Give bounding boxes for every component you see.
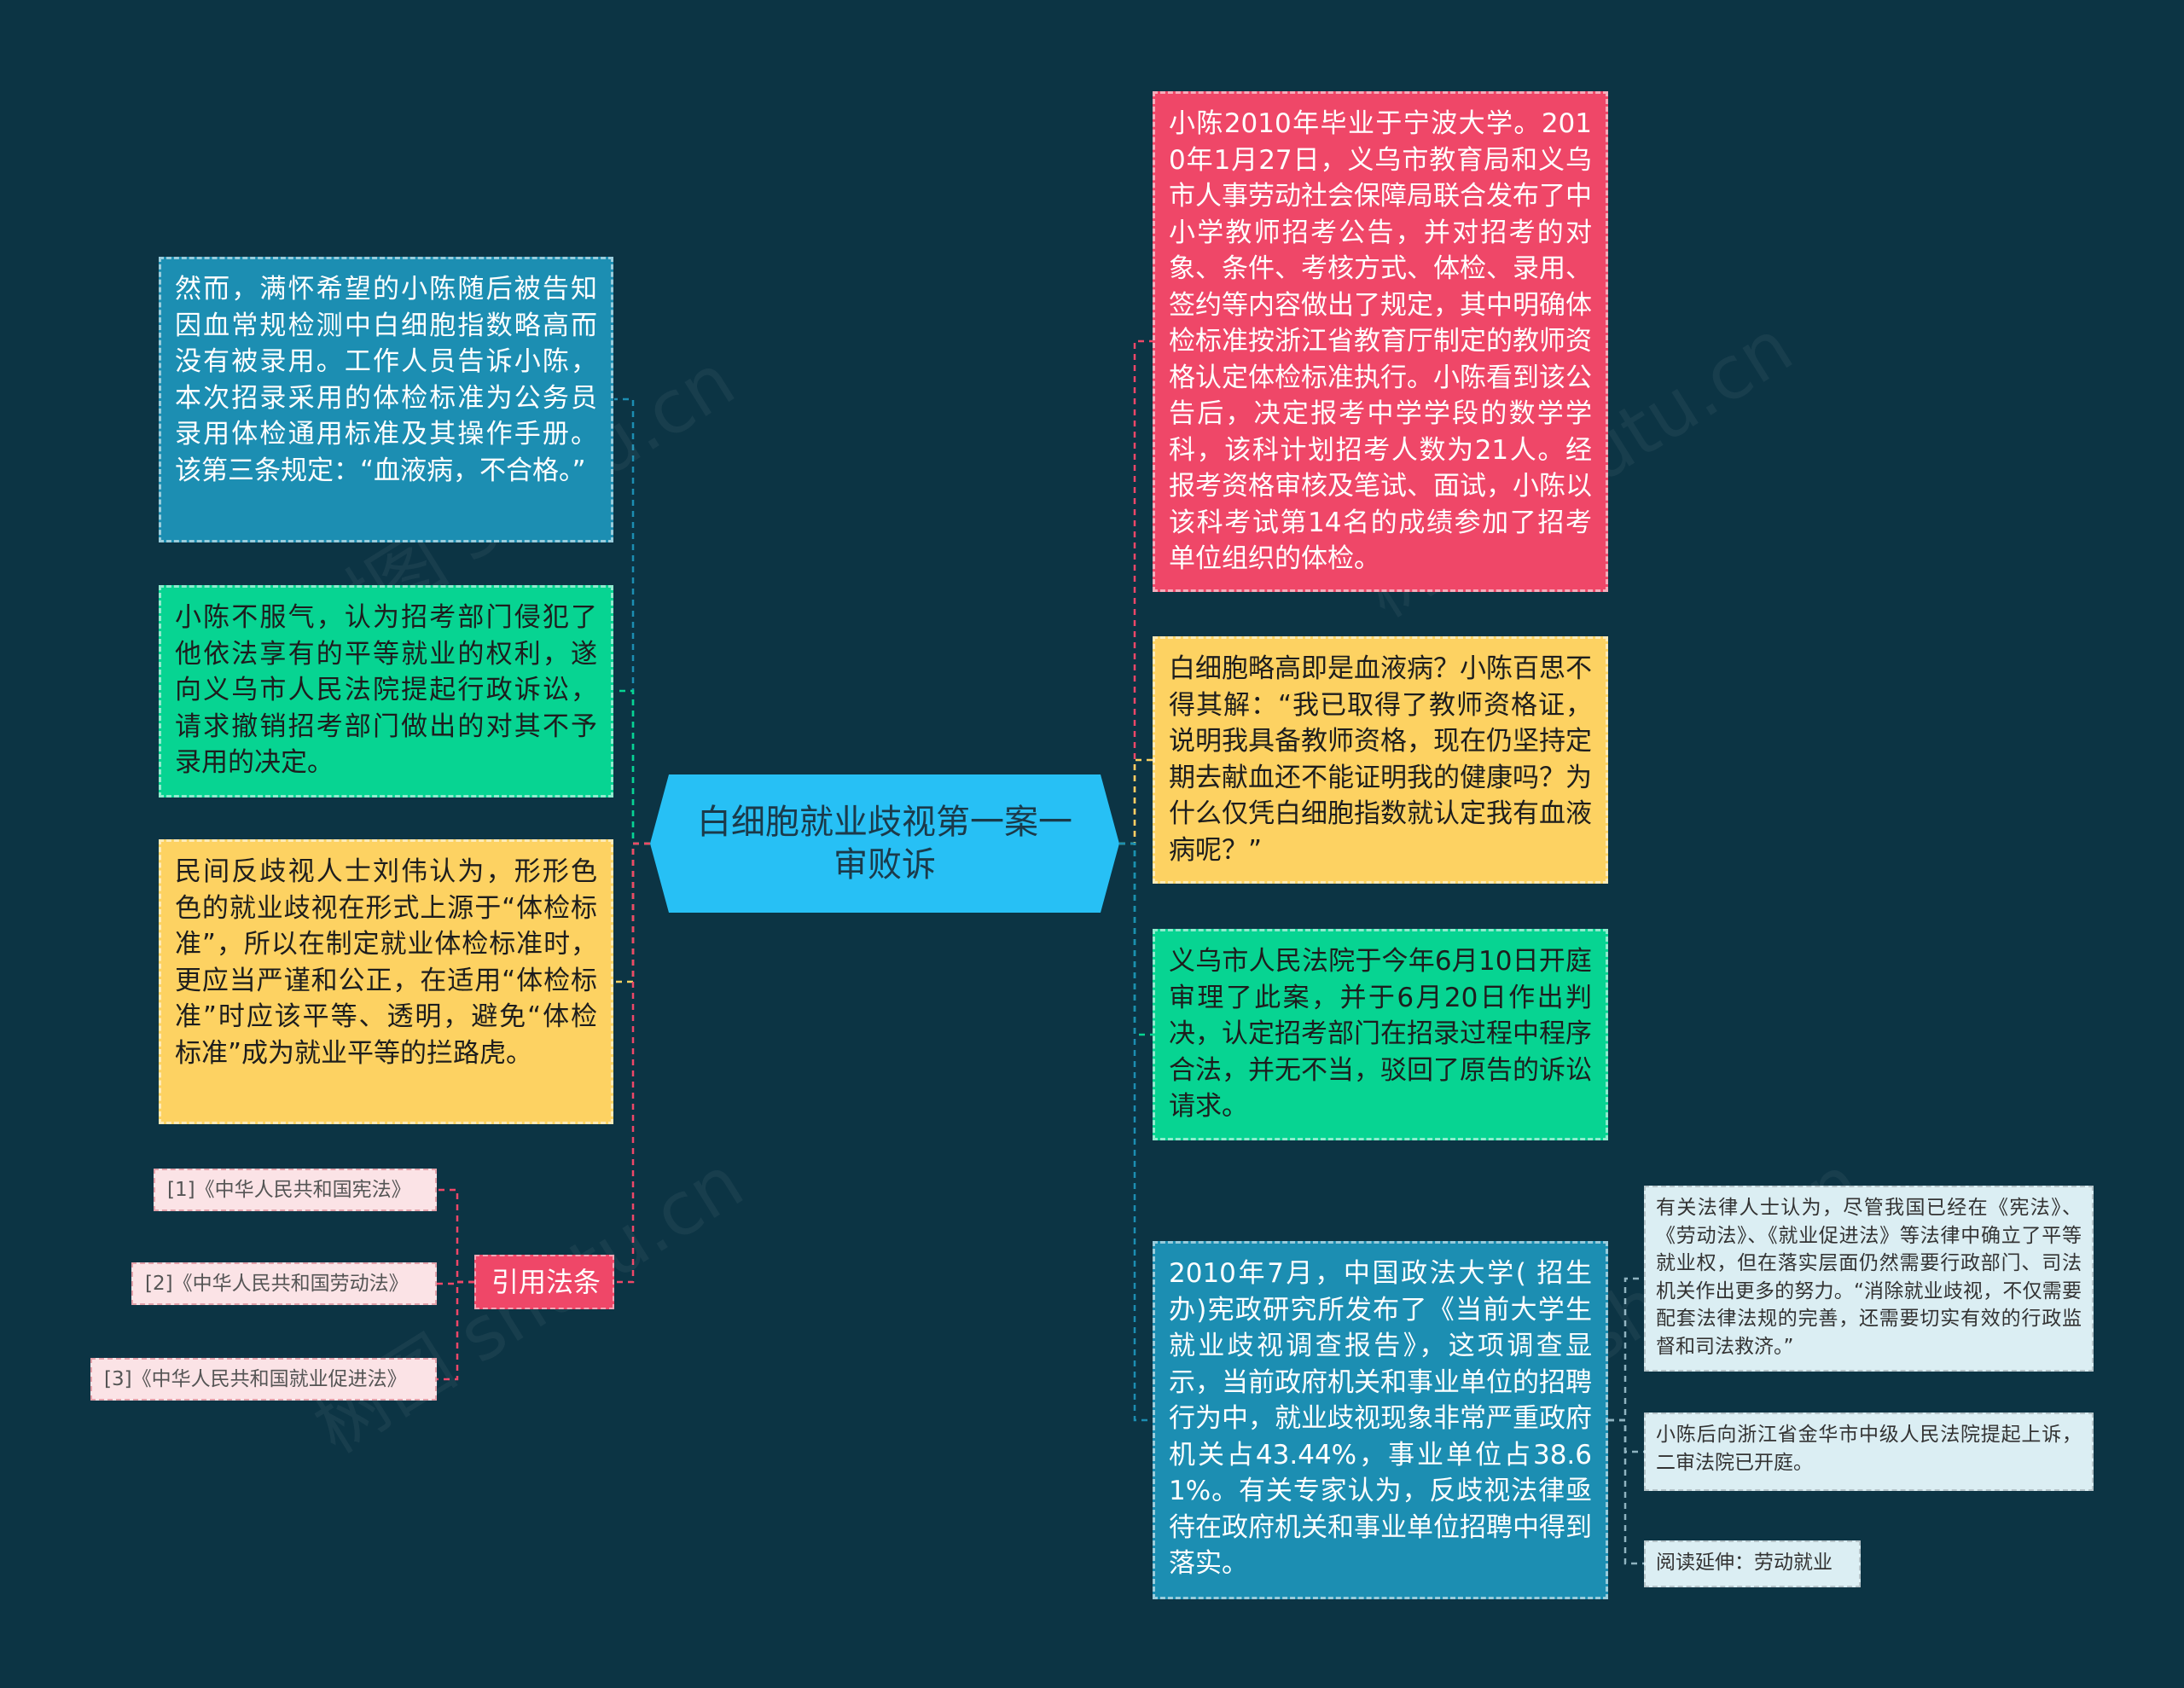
sub-text: 有关法律人士认为，尽管我国已经在《宪法》、《劳动法》、《就业促进法》等法律中确立…: [1656, 1197, 2082, 1358]
ref-labor-law[interactable]: [2]《中华人民共和国劳动法》: [131, 1262, 437, 1305]
connector-left: [614, 689, 650, 845]
connector-ref: [437, 1280, 474, 1381]
branch-text: 民间反歧视人士刘伟认为，形形色色的就业歧视在形式上源于“体检标准”，所以在制定就…: [175, 856, 597, 1069]
branch-text: 小陈2010年毕业于宁波大学。2010年1月27日，义乌市教育局和义乌市人事劳动…: [1169, 108, 1592, 574]
branch-text: 然而，满怀希望的小陈随后被告知因血常规检测中白细胞指数略高而没有被录用。工作人员…: [175, 274, 597, 486]
branch-text: 义乌市人民法院于今年6月10日开庭审理了此案，并于6月20日作出判决，认定招考部…: [1169, 946, 1592, 1122]
sub-text: 阅读延伸：劳动就业: [1656, 1552, 1833, 1574]
connector-right: [1119, 339, 1153, 845]
branch-right-survey[interactable]: 2010年7月，中国政法大学( 招生办)宪政研究所发布了《当前大学生就业歧视调查…: [1153, 1241, 1608, 1599]
central-topic[interactable]: 白细胞就业歧视第一案一审败诉: [650, 774, 1119, 913]
ref-employment-promotion-law[interactable]: [3]《中华人民共和国就业促进法》: [90, 1358, 437, 1401]
ref-constitution[interactable]: [1]《中华人民共和国宪法》: [154, 1169, 437, 1211]
branch-right-verdict[interactable]: 义乌市人民法院于今年6月10日开庭审理了此案，并于6月20日作出判决，认定招考部…: [1153, 929, 1608, 1140]
branch-left-activist[interactable]: 民间反歧视人士刘伟认为，形形色色的就业歧视在形式上源于“体检标准”，所以在制定就…: [159, 839, 613, 1124]
connector-sub: [1608, 1418, 1644, 1453]
branch-right-doubt[interactable]: 白细胞略高即是血液病？小陈百思不得其解：“我已取得了教师资格证，说明我具备教师资…: [1153, 636, 1608, 884]
central-topic-shape: [650, 774, 1119, 913]
ref-text: [3]《中华人民共和国就业促进法》: [104, 1368, 407, 1390]
connector-right: [1119, 758, 1153, 845]
branch-text: 白细胞略高即是血液病？小陈百思不得其解：“我已取得了教师资格证，说明我具备教师资…: [1169, 653, 1592, 866]
branch-text: 小陈不服气，认为招考部门侵犯了他依法享有的平等就业的权利，遂向义乌市人民法院提起…: [175, 602, 597, 778]
branch-left-lawsuit[interactable]: 小陈不服气，认为招考部门侵犯了他依法享有的平等就业的权利，遂向义乌市人民法院提起…: [159, 585, 613, 798]
ref-text: [1]《中华人民共和国宪法》: [167, 1179, 411, 1201]
connector-sub: [1608, 1418, 1644, 1565]
central-topic-label: 白细胞就业歧视第一案一审败诉: [697, 803, 1072, 885]
sub-appeal[interactable]: 小陈后向浙江省金华市中级人民法院提起上诉，二审法院已开庭。: [1644, 1412, 2094, 1491]
connector-right: [1119, 842, 1153, 1422]
sub-text: 小陈后向浙江省金华市中级人民法院提起上诉，二审法院已开庭。: [1656, 1424, 2082, 1474]
sub-legal-opinion[interactable]: 有关法律人士认为，尽管我国已经在《宪法》、《劳动法》、《就业促进法》等法律中确立…: [1644, 1186, 2094, 1372]
ref-text: [2]《中华人民共和国劳动法》: [145, 1273, 409, 1295]
connector-right: [1119, 842, 1153, 1036]
connector-ref: [437, 1188, 474, 1284]
branch-left-cited-laws[interactable]: 引用法条: [474, 1255, 614, 1309]
branch-left-rejected[interactable]: 然而，满怀希望的小陈随后被告知因血常规检测中白细胞指数略高而没有被录用。工作人员…: [159, 257, 613, 542]
connector-left: [614, 842, 650, 1284]
connector-sub: [1608, 1277, 1644, 1422]
branch-text: 引用法条: [491, 1266, 601, 1298]
sub-further-reading[interactable]: 阅读延伸：劳动就业: [1644, 1540, 1861, 1587]
connector-left: [614, 397, 650, 845]
branch-text: 2010年7月，中国政法大学( 招生办)宪政研究所发布了《当前大学生就业歧视调查…: [1169, 1258, 1592, 1579]
branch-right-graduation[interactable]: 小陈2010年毕业于宁波大学。2010年1月27日，义乌市教育局和义乌市人事劳动…: [1153, 91, 1608, 592]
